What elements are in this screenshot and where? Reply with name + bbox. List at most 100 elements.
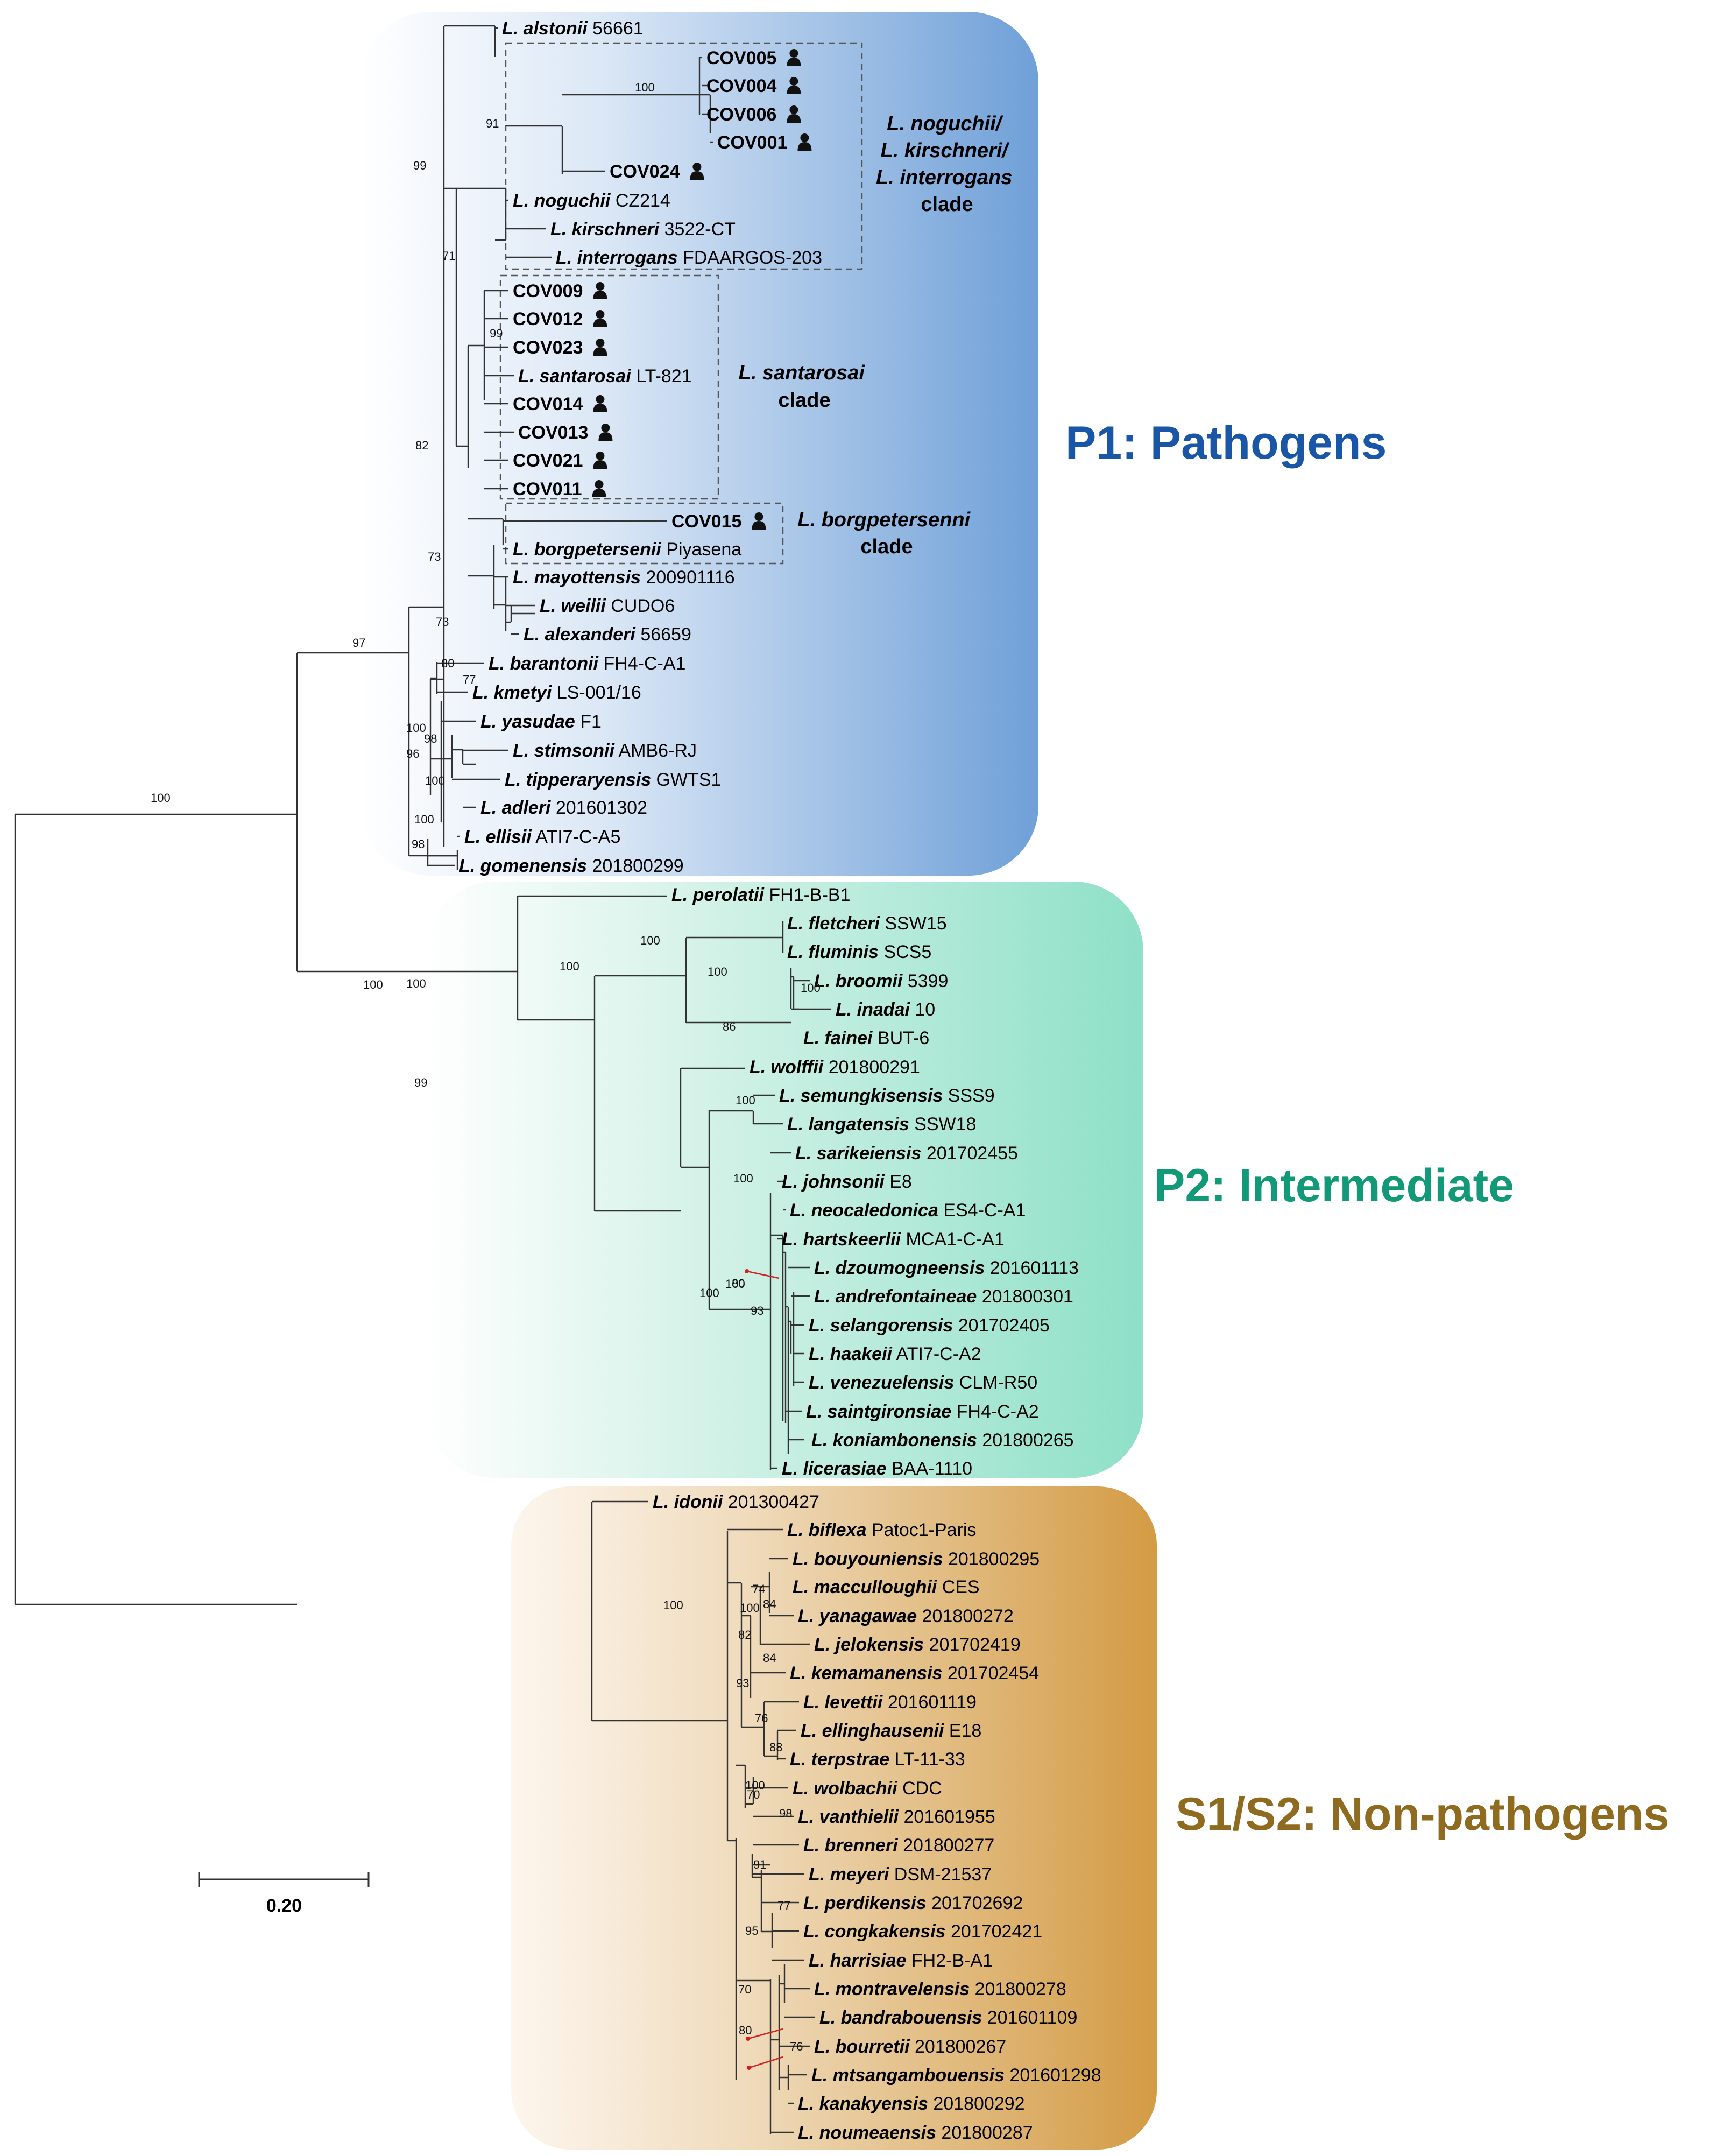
isolate-name: COV005 — [706, 48, 776, 68]
leaf-label: L. adleri 201601302 — [480, 798, 647, 818]
leaf-label: L. kemamanensis 201702454 — [790, 1663, 1039, 1683]
bootstrap-value: 100 — [699, 1286, 719, 1300]
leaf-label: L. alstonii 56661 — [502, 18, 644, 39]
species-name: L. venezuelensis — [809, 1372, 954, 1393]
leaf-label: L. terpstrae LT-11-33 — [790, 1749, 965, 1770]
strain-name: CES — [937, 1577, 979, 1597]
leaf-label: L. yasudae F1 — [480, 711, 602, 732]
person-icon — [787, 49, 801, 66]
leaf-label: L. mayottensis 200901116 — [513, 567, 735, 588]
strain-name: CLM-R50 — [954, 1372, 1037, 1393]
tree-leaves: L. alstonii 56661COV005COV004COV006COV00… — [459, 18, 1101, 2143]
leaf-label: COV004 — [706, 76, 776, 96]
strain-name: 200901116 — [641, 567, 735, 588]
leaf-label: L. stimsonii AMB6-RJ — [513, 741, 697, 761]
leaf-label: L. interrogans FDAARGOS-203 — [556, 248, 822, 268]
strain-name: Piyasena — [661, 539, 741, 560]
leaf-label: L. johnsonii E8 — [782, 1172, 912, 1192]
person-icon — [593, 395, 607, 412]
species-name: L. santarosai — [518, 366, 632, 386]
species-name: L. kemamanensis — [790, 1663, 942, 1683]
species-name: L. noguchii — [513, 191, 611, 211]
noguchii-clade-box — [505, 42, 863, 270]
isolate-name: COV024 — [610, 161, 680, 182]
strain-name: DSM-21537 — [889, 1864, 992, 1885]
strain-name: 201702692 — [927, 1893, 1023, 1913]
p2-panel — [425, 882, 1143, 1478]
leaf-label: L. idonii 201300427 — [653, 1492, 819, 1512]
isolate-name: COV012 — [513, 309, 583, 329]
bootstrap-value: 100 — [425, 774, 445, 787]
species-name: L. inadai — [836, 999, 910, 1020]
isolate-name: COV011 — [513, 479, 582, 499]
leaf-label: L. noguchii CZ214 — [513, 191, 670, 211]
leaf-label: L. bandrabouensis 201601109 — [819, 2007, 1077, 2028]
strain-name: FH2-B-A1 — [906, 1950, 993, 1971]
strain-name: 201702421 — [946, 1921, 1043, 1942]
bootstrap-value: 100 — [663, 1598, 683, 1612]
strain-name: 201702454 — [942, 1663, 1039, 1683]
strain-name: ATI7-C-A2 — [892, 1344, 981, 1364]
leaf-label: L. weilii CUDO6 — [540, 596, 675, 616]
species-name: L. stimsonii — [513, 741, 615, 761]
strain-name: 201800265 — [977, 1430, 1074, 1450]
species-name: L. licerasiae — [782, 1459, 887, 1479]
leaf-label: L. alexanderi 56659 — [524, 624, 691, 645]
strain-name: LT-11-33 — [889, 1749, 965, 1770]
leaf-label: L. congkakensis 201702421 — [803, 1921, 1042, 1942]
bootstrap-value: 91 — [753, 1858, 766, 1871]
leaf-label: L. harrisiae FH2-B-A1 — [809, 1950, 993, 1971]
species-name: L. neocaledonica — [790, 1200, 938, 1221]
leaf-label: L. broomii 5399 — [814, 971, 948, 991]
strain-name: ES4-C-A1 — [938, 1200, 1026, 1221]
person-icon — [593, 282, 607, 299]
tree-branches — [14, 25, 831, 2134]
strain-name: MCA1-C-A1 — [901, 1229, 1005, 1250]
strain-name: GWTS1 — [651, 770, 721, 790]
bootstrap-value: 80 — [441, 657, 454, 670]
strain-name: E8 — [885, 1172, 912, 1192]
species-name: L. wolbachii — [793, 1778, 898, 1799]
leaf-label: L. langatensis SSW18 — [787, 1114, 976, 1135]
leaf-label: L. inadai 10 — [836, 999, 935, 1020]
bootstrap-value: 80 — [732, 1277, 745, 1290]
species-name: L. andrefontaineae — [814, 1286, 977, 1307]
species-name: L. langatensis — [787, 1114, 909, 1135]
isolate-name: COV015 — [671, 511, 741, 532]
bootstrap-value: 96 — [406, 747, 419, 760]
species-name: L. yanagawae — [798, 1606, 917, 1626]
bootstrap-value: 100 — [733, 1172, 753, 1185]
bootstrap-value: 91 — [486, 117, 499, 130]
leaf-label: L. wolffii 201800291 — [750, 1057, 920, 1077]
strain-name: 3522-CT — [659, 219, 736, 239]
leaf-label: L. macculloughii CES — [793, 1577, 980, 1597]
strain-name: 201800291 — [823, 1057, 920, 1077]
leaf-label: L. ellinghausenii E18 — [801, 1721, 981, 1741]
bootstrap-value: 97 — [352, 636, 365, 650]
strain-name: 10 — [910, 999, 935, 1020]
species-name: L. fluminis — [787, 942, 879, 962]
leaf-label: L. yanagawae 201800272 — [798, 1606, 1014, 1626]
strain-name: AMB6-RJ — [614, 741, 697, 761]
species-name: L. harrisiae — [809, 1950, 906, 1971]
species-name: L. terpstrae — [790, 1749, 889, 1770]
species-name: L. selangorensis — [809, 1315, 953, 1336]
leaf-label: L. neocaledonica ES4-C-A1 — [790, 1200, 1026, 1221]
leaf-label: COV014 — [513, 394, 583, 414]
leaf-label: COV012 — [513, 309, 583, 329]
bootstrap-value: 100 — [740, 1601, 760, 1615]
pointer-line — [747, 2028, 783, 2040]
strain-name: 201601119 — [882, 1692, 977, 1713]
leaf-label: L. kanakyensis 201800292 — [798, 2094, 1025, 2114]
leaf-label: L. ellisii ATI7-C-A5 — [464, 827, 620, 847]
strain-name: FH1-B-B1 — [764, 885, 851, 905]
bootstrap-value: 86 — [723, 1020, 736, 1033]
leaf-label: L. semungkisensis SSS9 — [779, 1086, 995, 1106]
strain-name: CUDO6 — [606, 596, 675, 616]
bootstrap-value: 95 — [745, 1924, 758, 1937]
bootstrap-value: 80 — [739, 2024, 752, 2037]
strain-name: LT-821 — [631, 366, 692, 386]
species-name: L. ellisii — [464, 827, 532, 847]
leaf-label: L. wolbachii CDC — [793, 1778, 942, 1799]
strain-name: CDC — [897, 1778, 942, 1799]
